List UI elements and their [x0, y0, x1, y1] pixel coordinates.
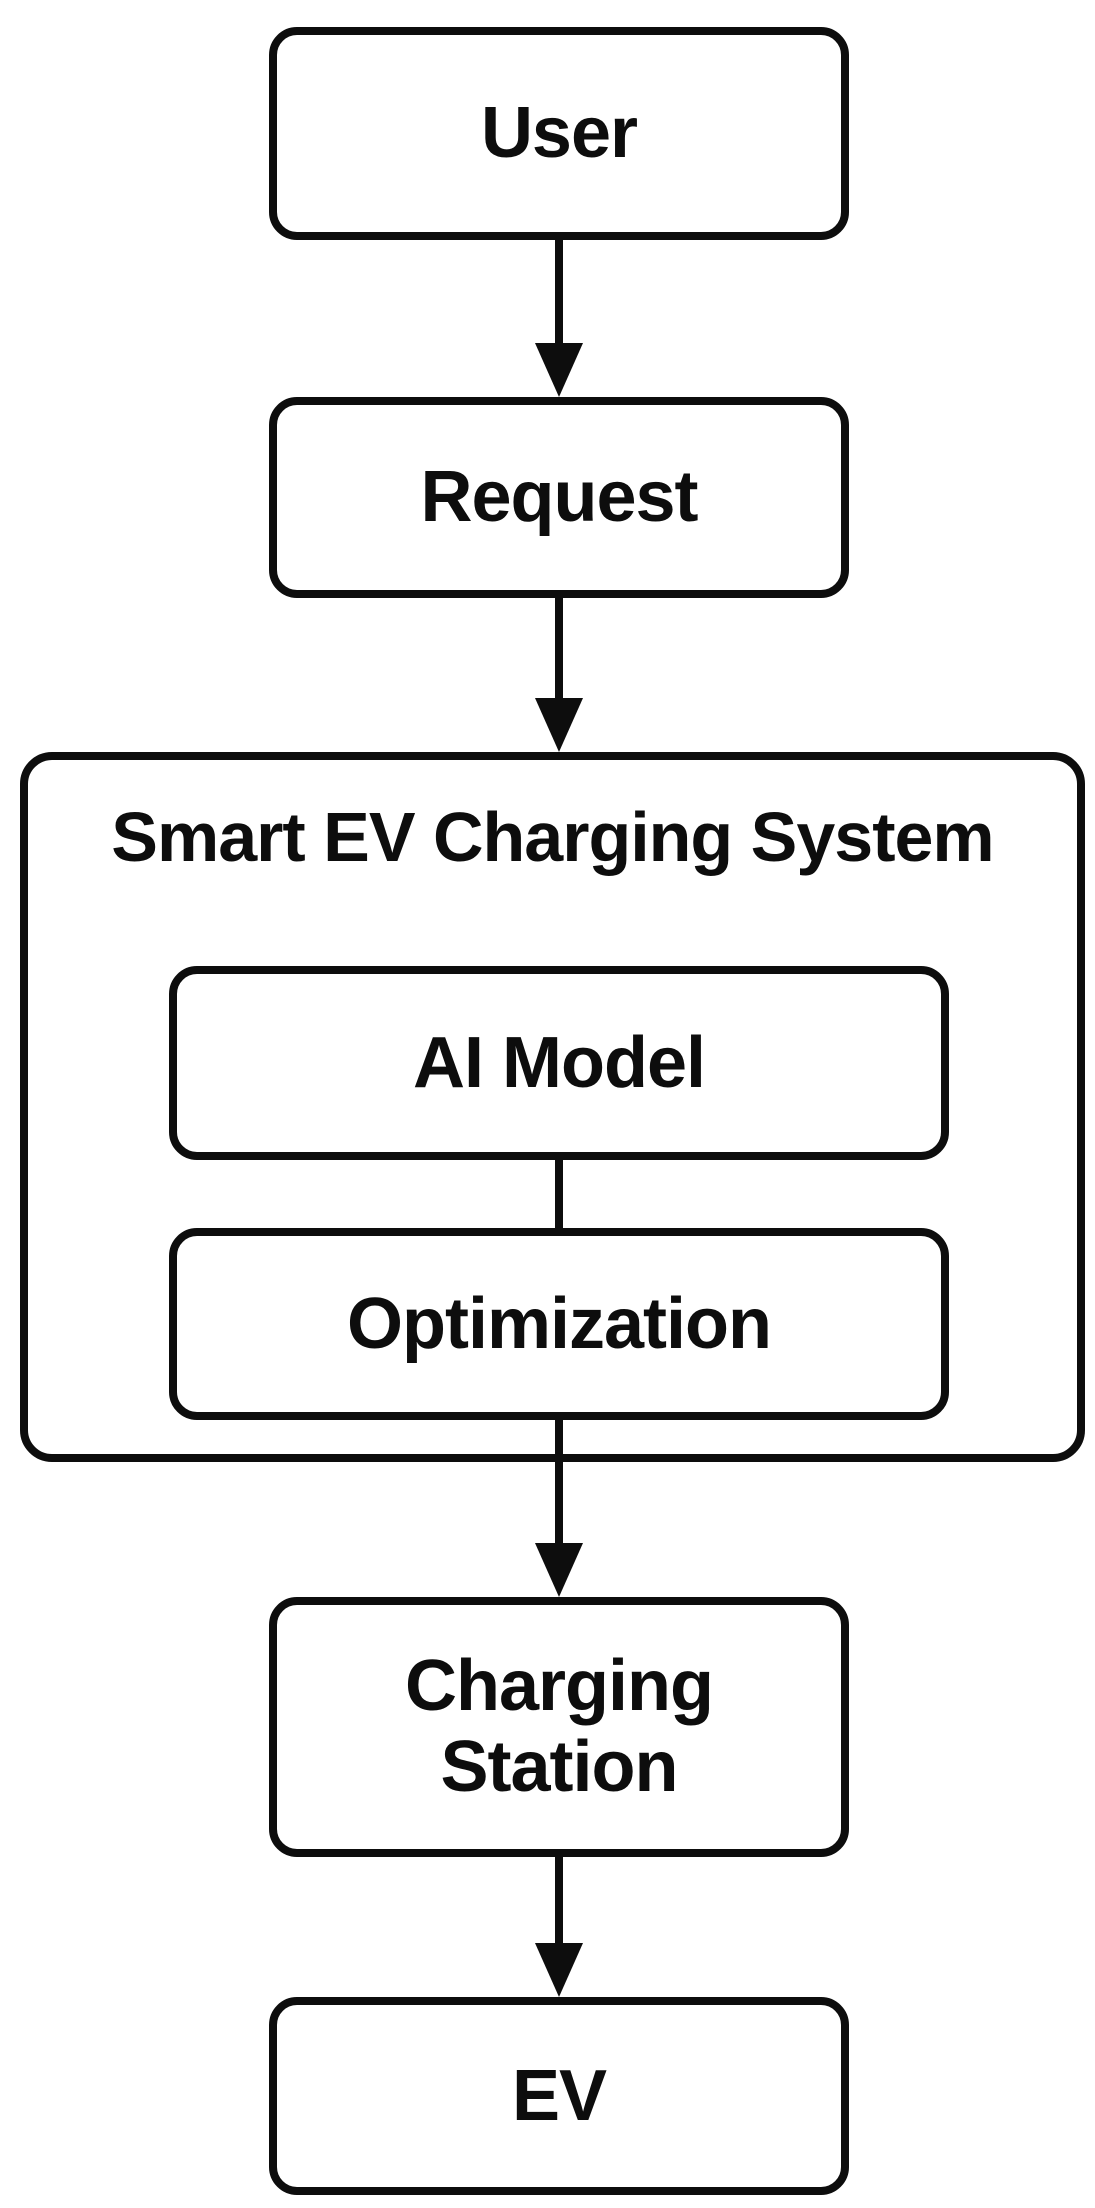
node-charging-station-line2: Station: [440, 1727, 679, 1807]
node-optimization: Optimization: [169, 1228, 949, 1420]
node-user-label: User: [480, 93, 638, 174]
arrow-down-icon: [535, 698, 583, 752]
container-title: Smart EV Charging System: [111, 798, 994, 876]
edge-user-request-line: [555, 240, 563, 345]
edge-chargingstation-ev-line: [555, 1857, 563, 1945]
arrow-down-icon: [535, 1543, 583, 1597]
node-user: User: [269, 27, 849, 240]
edge-request-system-line: [555, 598, 563, 700]
edge-aimodel-optimization-line: [555, 1160, 563, 1228]
node-charging-station-line1: Charging: [405, 1646, 714, 1727]
arrow-down-icon: [535, 1943, 583, 1997]
arrow-down-icon: [535, 343, 583, 397]
edge-optimization-chargingstation-line: [555, 1420, 563, 1545]
node-charging-station: Charging Station: [269, 1597, 849, 1857]
node-ai-model: AI Model: [169, 966, 949, 1160]
node-optimization-label: Optimization: [347, 1283, 772, 1364]
node-ai-model-label: AI Model: [413, 1022, 706, 1103]
node-request: Request: [269, 397, 849, 598]
node-ev: EV: [269, 1997, 849, 2195]
node-request-label: Request: [420, 457, 698, 538]
node-ev-label: EV: [511, 2055, 607, 2136]
